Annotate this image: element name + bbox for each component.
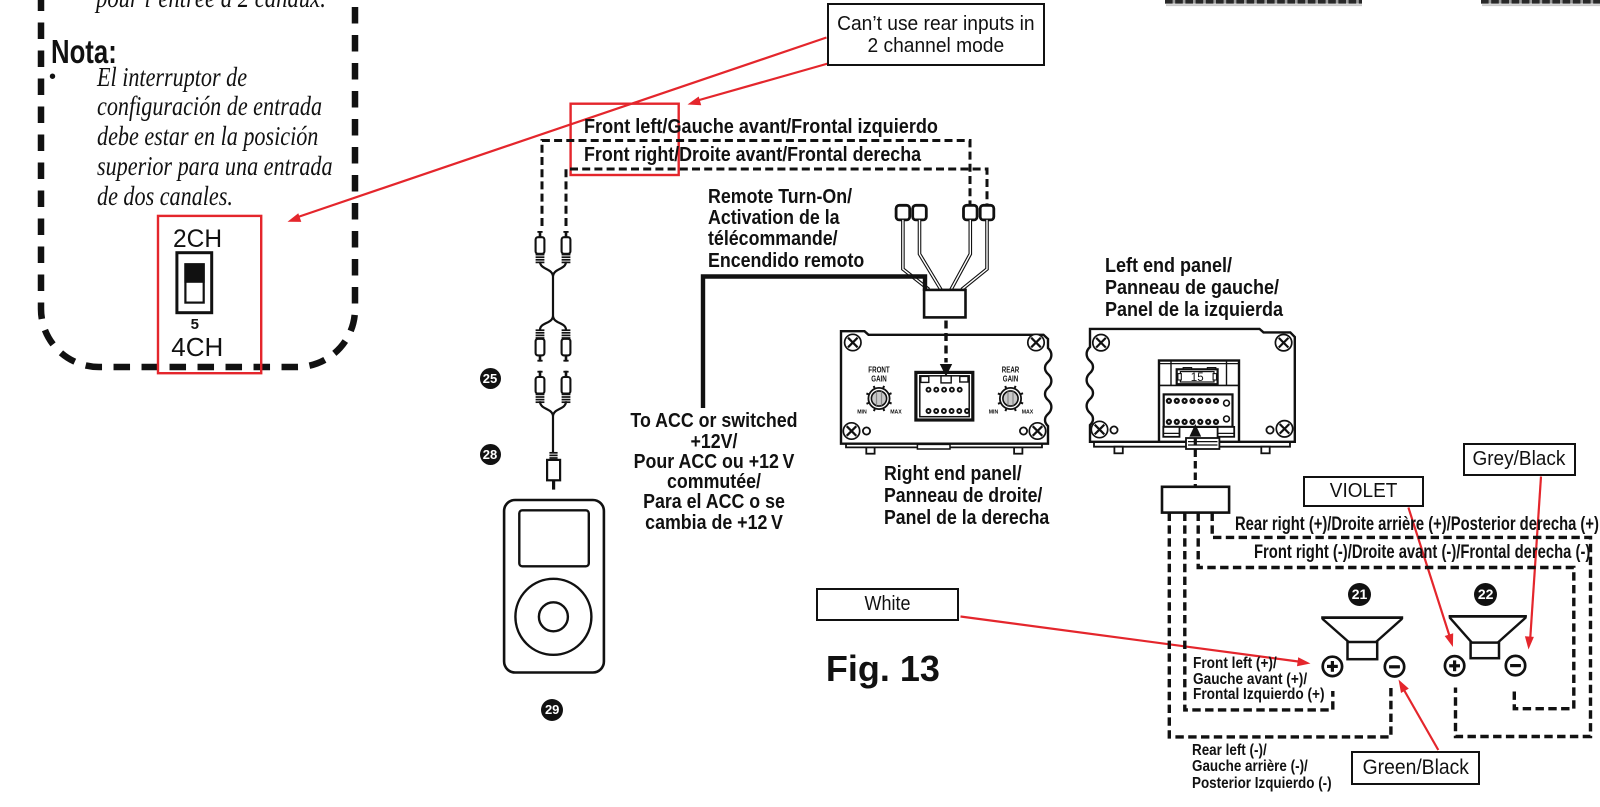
svg-text:MIN: MIN	[989, 410, 999, 416]
svg-text:MIN: MIN	[857, 410, 867, 416]
svg-text:MAX: MAX	[890, 410, 902, 416]
svg-text:15: 15	[1191, 372, 1204, 384]
svg-text:GAIN: GAIN	[1003, 375, 1019, 384]
svg-text:REAR: REAR	[1002, 366, 1020, 375]
svg-text:FRONT: FRONT	[868, 366, 890, 375]
svg-text:GAIN: GAIN	[871, 375, 887, 384]
svg-text:MAX: MAX	[1022, 410, 1034, 416]
